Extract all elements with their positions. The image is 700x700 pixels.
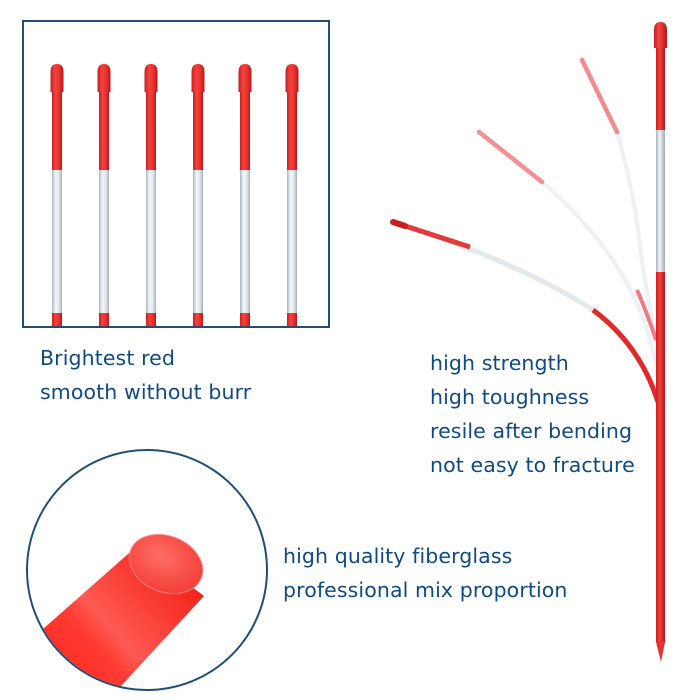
caption-line: Brightest red xyxy=(40,346,175,370)
tip-closeup-caption: high quality fiberglass professional mix… xyxy=(283,539,568,607)
rod-lineup-panel xyxy=(22,20,330,328)
bending-demo-panel xyxy=(380,10,700,680)
caption-line: high quality fiberglass xyxy=(283,544,513,568)
rod-1 xyxy=(50,64,64,326)
caption-line: smooth without burr xyxy=(40,380,252,404)
bending-demo-caption: high strength high toughness resile afte… xyxy=(430,346,635,482)
rod-3 xyxy=(144,64,158,326)
rod-2 xyxy=(97,64,111,326)
caption-line: not easy to fracture xyxy=(430,453,635,477)
bent-rod-1 xyxy=(580,58,658,342)
rod-6 xyxy=(285,64,299,326)
rod-5 xyxy=(238,64,252,326)
tip-closeup-panel xyxy=(26,449,268,691)
rod-tip-closeup xyxy=(28,533,204,689)
caption-line: high strength xyxy=(430,351,569,375)
rod-4 xyxy=(191,64,205,326)
caption-line: high toughness xyxy=(430,385,590,409)
straight-rod xyxy=(654,22,667,662)
rod-lineup-illustration xyxy=(50,64,299,326)
caption-line: professional mix proportion xyxy=(283,578,568,602)
bending-rod-illustration xyxy=(390,22,667,662)
caption-line: resile after bending xyxy=(430,419,633,443)
bent-rod-2 xyxy=(477,130,659,372)
rod-lineup-caption: Brightest red smooth without burr xyxy=(40,341,251,409)
